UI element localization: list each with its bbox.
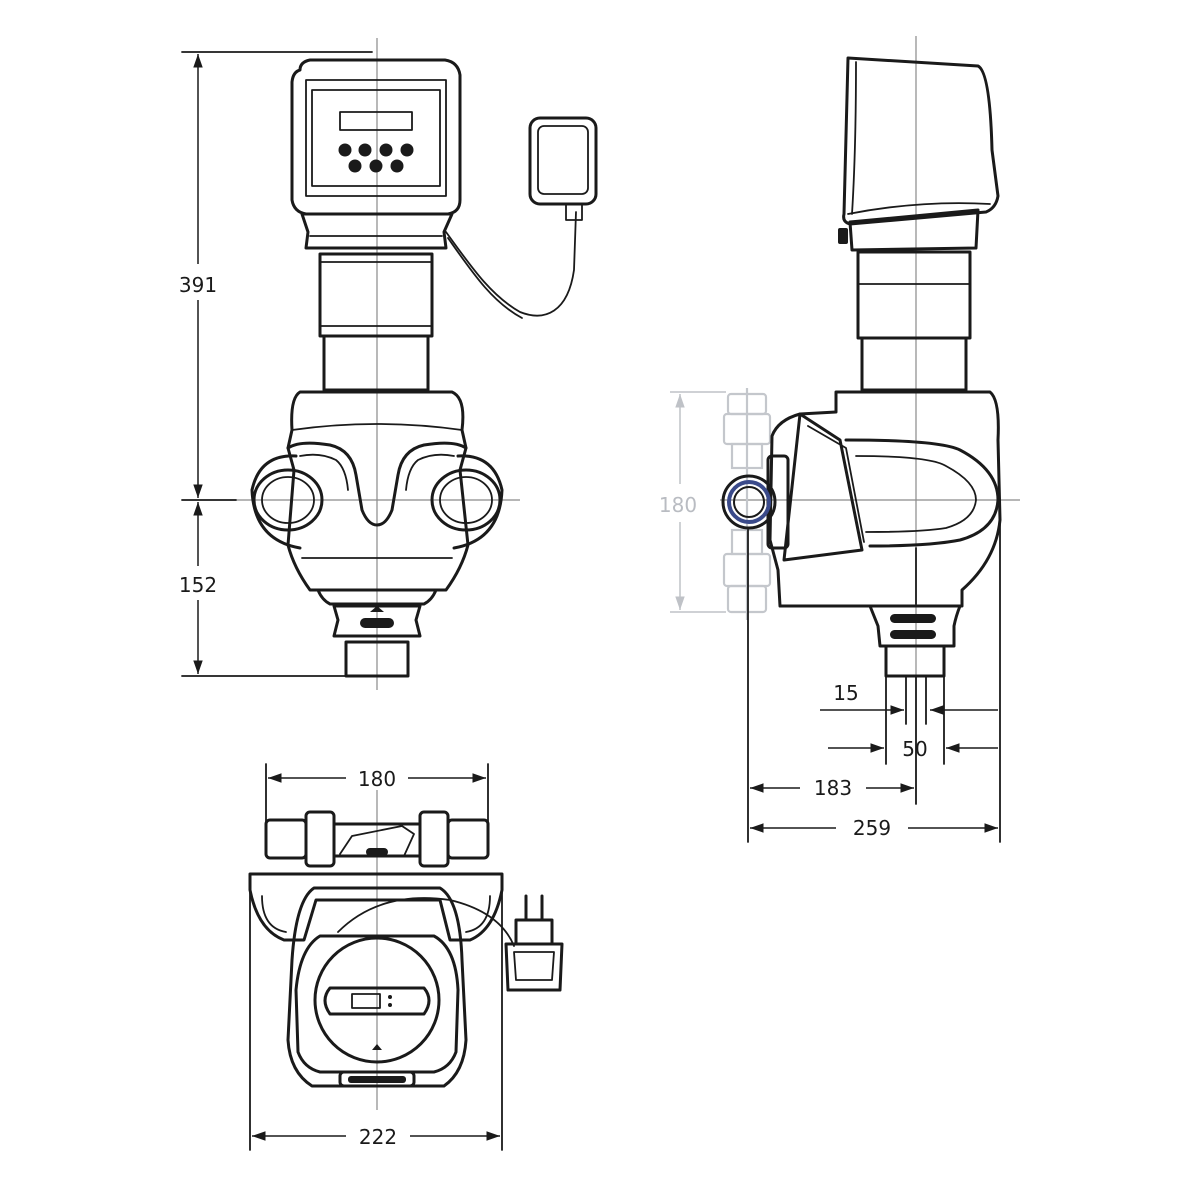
dimension-222: 222 [359, 1125, 397, 1149]
dimension-50: 50 [902, 737, 927, 761]
dimension-152: 152 [179, 573, 217, 597]
dimension-183: 183 [814, 776, 852, 800]
ghost-pipe [722, 388, 772, 620]
dimension-259: 259 [853, 816, 891, 840]
dimension-180-side: 180 [659, 493, 697, 517]
side-view: 180 15 50 183 259 [659, 36, 1020, 843]
keypad [338, 143, 414, 173]
dimension-15: 15 [833, 681, 858, 705]
top-view: 180 222 [248, 763, 564, 1151]
front-view: 391 152 [179, 38, 598, 690]
dimension-391: 391 [179, 273, 217, 297]
dimension-180-top: 180 [358, 767, 396, 791]
